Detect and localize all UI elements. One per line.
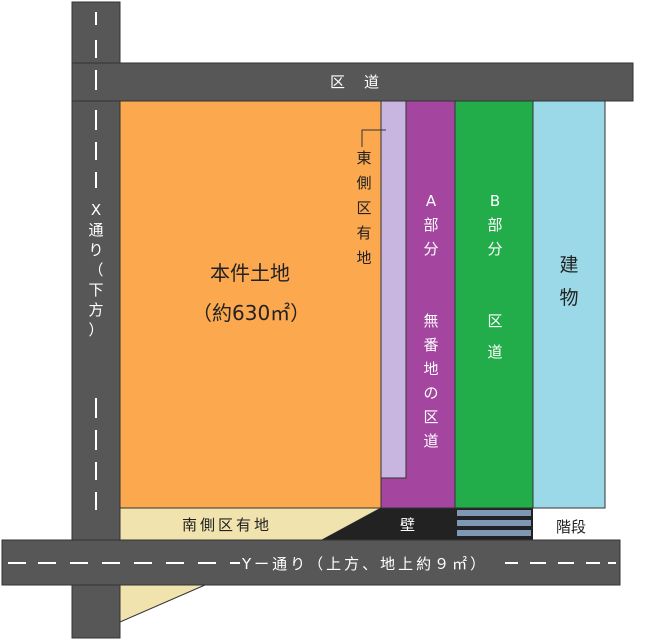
main-land-shape bbox=[119, 100, 382, 509]
building-label: 建物 bbox=[559, 254, 579, 309]
part-a-desc: 無番地の区道 bbox=[423, 312, 439, 450]
stairs-label-box bbox=[533, 508, 605, 540]
east-state-land-shape bbox=[380, 100, 407, 479]
ward-road-top-label: 区 道 bbox=[330, 73, 382, 91]
south-state-land-lower-shape bbox=[119, 584, 206, 623]
part-b-shape bbox=[454, 100, 534, 509]
main-land-name: 本件土地 bbox=[210, 261, 290, 285]
part-b-desc: 区道 bbox=[487, 312, 503, 361]
x-street-road bbox=[71, 1, 121, 639]
east-state-land-leader bbox=[361, 129, 386, 147]
wall-label: 壁 bbox=[400, 516, 416, 534]
y-street-label: Yー通り（上方、地上約９㎡） bbox=[242, 555, 489, 573]
stairs-steps bbox=[457, 510, 531, 536]
south-state-land-label: 南側区有地 bbox=[182, 516, 273, 534]
ward-road-top bbox=[71, 62, 634, 102]
wall-shape bbox=[322, 508, 455, 540]
east-state-land-label: 東側区有地 bbox=[356, 149, 372, 267]
stairs-label: 階段 bbox=[556, 518, 587, 536]
main-land-area: （約630㎡） bbox=[192, 301, 311, 325]
building-shape bbox=[532, 100, 606, 509]
